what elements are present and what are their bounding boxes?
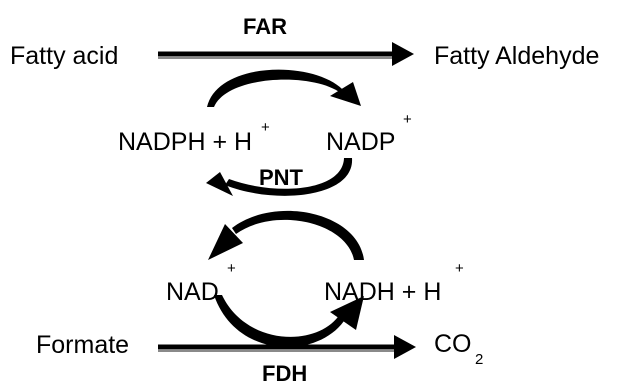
cofactor-nadh-h-charge: + [455, 260, 464, 277]
enzyme-far: FAR [243, 14, 287, 39]
product-co2-subscript: 2 [475, 351, 483, 368]
far-reaction-arrow [158, 42, 414, 66]
substrate-fatty-acid: Fatty acid [10, 42, 118, 70]
cofactor-nadph-h-charge: + [261, 119, 270, 136]
cofactor-nadh-h: NADH + H [324, 278, 441, 306]
cofactor-nad-charge: + [227, 260, 236, 277]
cofactor-nadph-h: NADPH + H [118, 128, 252, 156]
substrate-formate: Formate [36, 331, 129, 359]
product-co2: CO [434, 330, 472, 358]
product-fatty-aldehyde: Fatty Aldehyde [434, 42, 599, 70]
cofactor-nadp: NADP [326, 128, 395, 156]
cofactor-nad: NAD [166, 278, 219, 306]
enzyme-pnt: PNT [259, 165, 304, 190]
upper-bottom-curved-arrow [206, 158, 353, 196]
enzyme-fdh: FDH [262, 361, 307, 386]
upper-top-curved-arrow [207, 69, 361, 107]
lower-top-curved-arrow [208, 210, 364, 260]
cofactor-nadp-charge: + [403, 111, 412, 128]
lower-bottom-curved-arrow [214, 295, 364, 348]
fdh-reaction-arrow [158, 335, 416, 359]
